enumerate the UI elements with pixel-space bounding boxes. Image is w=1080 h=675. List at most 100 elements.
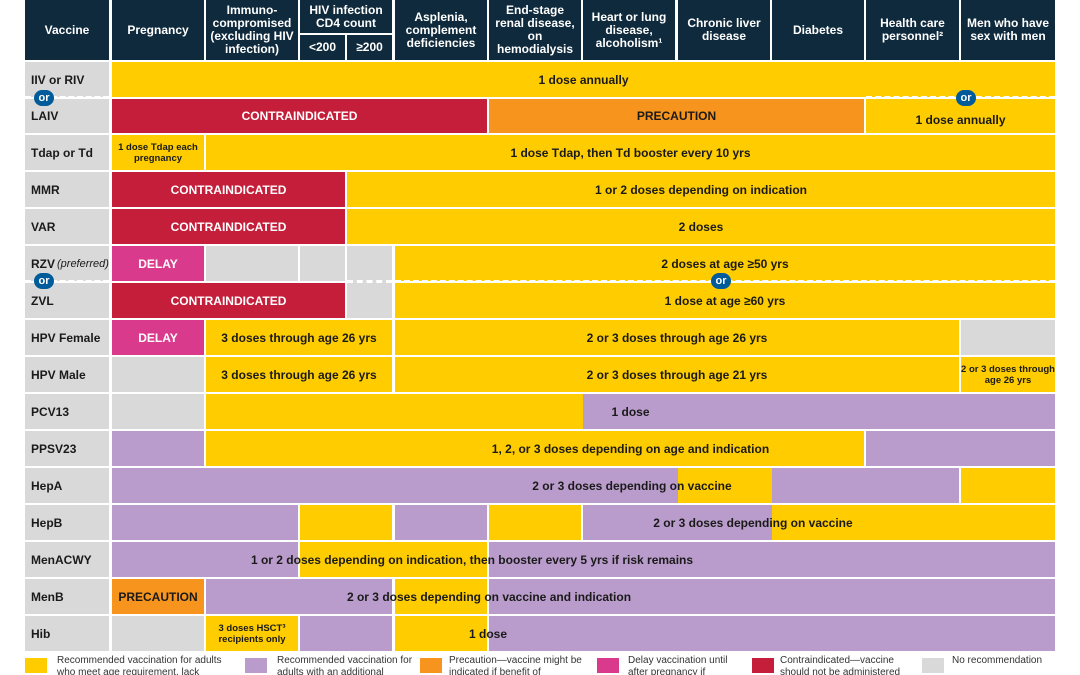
legend-text-red: Contraindicated—vaccine should not be ad…: [780, 655, 901, 675]
row-label-pcv13: PCV13: [25, 394, 109, 429]
header-heart-lung: Heart or lung disease, alcoholism¹: [583, 0, 675, 60]
hpvf-no-rec: [961, 320, 1055, 355]
header-hiv-lt200: <200: [300, 35, 345, 60]
or-badge-influenza-label: or: [34, 90, 54, 106]
row-label-menb: MenB: [25, 579, 109, 614]
hpvf-recommended: [395, 320, 959, 355]
iiv-text: 1 dose annually: [538, 72, 629, 87]
tdap-pregnancy-text: 1 dose Tdap each pregnancy: [118, 141, 198, 164]
iiv-recommended: [112, 62, 1055, 97]
menb-additional-2: [489, 579, 1055, 614]
zvl-contraindicated: [112, 283, 345, 318]
header-renal: End-stage renal disease, on hemodialysis: [489, 0, 581, 60]
hpvf-text: 2 or 3 doses through age 26 yrs: [586, 330, 768, 345]
hib-hsct-text: 3 doses HSCT³ recipients only: [218, 622, 286, 645]
var-text: 2 doses: [678, 219, 724, 234]
hepb-additional-1: [112, 505, 298, 540]
pcv13-no-rec: [112, 394, 204, 429]
zvl-recommended: [395, 283, 1055, 318]
menb-recommended: [395, 579, 487, 614]
hepa-recommended-1: [678, 468, 772, 503]
row-label-ppsv23: PPSV23: [25, 431, 109, 466]
hpvm-text: 2 or 3 doses through age 21 yrs: [586, 367, 768, 382]
hepb-recommended-2: [489, 505, 581, 540]
hepa-recommended-2: [961, 468, 1055, 503]
zvl-text: 1 dose at age ≥60 yrs: [664, 293, 786, 308]
hpvf-delay: [112, 320, 204, 355]
hpvm-msm: [961, 357, 1055, 392]
tdap-text: 1 dose Tdap, then Td booster every 10 yr…: [510, 145, 751, 160]
legend-swatch-red: [752, 658, 774, 673]
var-recommended: [347, 209, 1055, 244]
header-hiv-ge200: ≥200: [347, 35, 392, 60]
rzv-no-rec-1: [206, 246, 298, 281]
hpvm-immuno: [206, 357, 392, 392]
pcv13-additional: [583, 394, 1055, 429]
header-liver: Chronic liver disease: [678, 0, 770, 60]
menacwy-additional-2: [489, 542, 1055, 577]
hepa-additional-1: [112, 468, 678, 503]
legend-swatch-pink: [597, 658, 619, 673]
ppsv23-additional-1: [112, 431, 204, 466]
menacwy-text: 1 or 2 doses depending on indication, th…: [250, 552, 694, 567]
menb-text: 2 or 3 doses depending on vaccine and in…: [346, 589, 632, 604]
hib-text: 1 dose: [468, 626, 507, 641]
row-label-hpv-male: HPV Male: [25, 357, 109, 392]
hepb-recommended-3: [772, 505, 1055, 540]
hib-recommended: [395, 616, 487, 651]
row-label-hib: Hib: [25, 616, 109, 651]
ppsv23-text: 1, 2, or 3 doses depending on age and in…: [491, 441, 770, 456]
hib-no-rec: [112, 616, 204, 651]
row-label-mmr: MMR: [25, 172, 109, 207]
hib-additional-1: [300, 616, 392, 651]
hepa-additional-2: [772, 468, 959, 503]
legend-swatch-yellow: [25, 658, 47, 673]
tdap-recommended: [206, 135, 1055, 170]
menb-precaution-text: PRECAUTION: [118, 589, 198, 604]
laiv-precaution: [489, 99, 864, 133]
hpvm-recommended: [395, 357, 959, 392]
legend-text-gray: No recommendation: [952, 655, 1043, 666]
mmr-recommended: [347, 172, 1055, 207]
or-badge-zoster-label: or: [34, 273, 54, 289]
rzv-no-rec-2: [300, 246, 345, 281]
var-contraindicated-text: CONTRAINDICATED: [170, 219, 287, 234]
menb-additional-1: [206, 579, 392, 614]
legend-swatch-orange: [420, 658, 442, 673]
hepb-additional-2: [395, 505, 487, 540]
rzv-delay-text: DELAY: [138, 256, 178, 271]
header-msm: Men who have sex with men: [961, 0, 1055, 60]
or-badge-influenza-hcp: or: [956, 90, 976, 106]
legend-text-pink: Delay vaccination until after pregnancy …: [628, 655, 728, 675]
hpvf-delay-text: DELAY: [138, 330, 178, 345]
or-badge-zoster-main: or: [711, 273, 731, 289]
hpvm-no-rec: [112, 357, 204, 392]
legend-swatch-gray: [922, 658, 944, 673]
laiv-annual-text: 1 dose annually: [915, 113, 1006, 127]
or-divider-influenza-left: [25, 96, 109, 99]
hepb-text: 2 or 3 doses depending on vaccine: [653, 515, 853, 530]
row-label-zvl: ZVL: [25, 283, 109, 318]
hib-additional-2: [489, 616, 1055, 651]
ppsv23-recommended: [206, 431, 864, 466]
or-divider-zoster-mid: [347, 280, 392, 283]
row-label-tdap: Tdap or Td: [25, 135, 109, 170]
hpvf-immuno: [206, 320, 392, 355]
hepb-additional-3: [583, 505, 772, 540]
header-hiv: HIV infection CD4 count: [300, 0, 392, 33]
rzv-text: 2 doses at age ≥50 yrs: [661, 256, 789, 271]
mmr-text: 1 or 2 doses depending on indication: [594, 182, 808, 197]
tdap-pregnancy: [112, 135, 204, 170]
legend-text-purple: Recommended vaccination for adults with …: [277, 655, 413, 675]
hpvm-msm-text: 2 or 3 doses through age 26 yrs: [961, 363, 1055, 386]
hpvm-immuno-text: 3 doses through age 26 yrs: [221, 367, 377, 382]
var-contraindicated: [112, 209, 345, 244]
zvl-contraindicated-text: CONTRAINDICATED: [170, 293, 287, 308]
row-label-hepa: HepA: [25, 468, 109, 503]
hib-hsct: [206, 616, 298, 651]
header-immunocompromised: Immuno-compromised (excluding HIV infect…: [206, 0, 298, 60]
mmr-contraindicated: [112, 172, 345, 207]
menacwy-recommended: [300, 542, 487, 577]
legend-text-yellow: Recommended vaccination for adults who m…: [57, 655, 222, 675]
